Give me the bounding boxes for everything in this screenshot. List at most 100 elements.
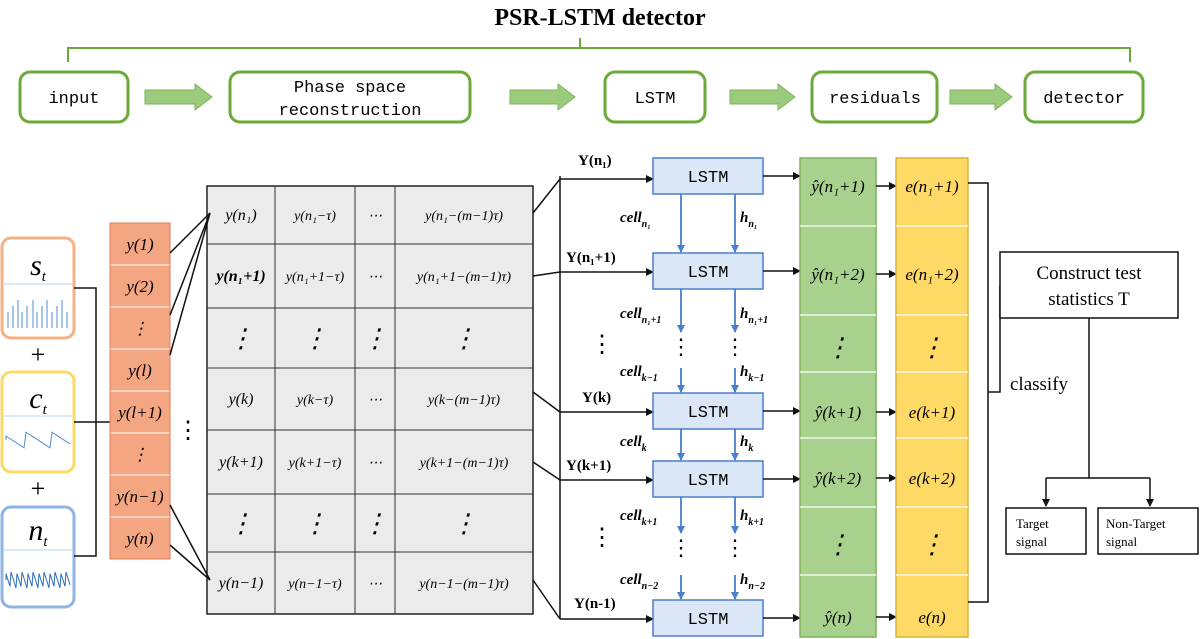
- nontarget-signal-line2: signal: [1106, 534, 1137, 549]
- title-brace: [67, 38, 1131, 62]
- lstm-chain-dots: ⋮: [724, 535, 746, 560]
- detector-box: [1023, 70, 1145, 124]
- series-cell: [109, 432, 171, 476]
- lstm-cell-box: [652, 460, 764, 498]
- lstm-input-label: Y(k+1): [566, 458, 611, 474]
- matrix-frame: [206, 185, 534, 615]
- plus-sign-2: +: [31, 474, 46, 503]
- matrix-cell: ⋮: [362, 509, 388, 538]
- matrix-cell: ⋮: [451, 509, 477, 538]
- signal-s-waveform: [7, 300, 68, 328]
- cell-state-label: cellk−1: [620, 364, 658, 384]
- residual-cell: ⋮: [919, 530, 945, 559]
- signal-s-label: st: [30, 249, 47, 285]
- matrix-cell: y(k−(m−1)τ): [426, 393, 500, 408]
- prediction-cell: ŷ(k+1): [813, 403, 862, 422]
- lstm-cell-label: LSTM: [688, 264, 729, 283]
- residual-cell: ⋮: [919, 333, 945, 362]
- series-cell: [109, 306, 171, 350]
- phase-space-label-line1: Phase space: [294, 79, 406, 98]
- lstm-cell-label: LSTM: [688, 169, 729, 188]
- detector-label: detector: [1043, 90, 1125, 109]
- series-matrix-gap-dots: ⋮: [176, 418, 200, 444]
- signal-n-waveform: [5, 571, 71, 589]
- lstm-chain: Y(n₁)LSTMY(n₁+1)LSTMY(k)LSTMY(k+1)LSTMY(…: [532, 153, 801, 637]
- matrix-cell: ⋮: [228, 509, 254, 538]
- lstm-input-label: Y(k): [582, 390, 611, 406]
- lstm-cell-box: [652, 157, 764, 195]
- prediction-cell: ŷ(n₁+1): [809, 177, 865, 196]
- residual-cell: e(k+2): [909, 469, 956, 488]
- cell-state-label: celln₁: [620, 210, 651, 230]
- matrix-cell: y(k+1): [217, 454, 263, 471]
- lstm-chain-dots: ⋮: [670, 535, 692, 560]
- series-label: y(l+1): [116, 403, 162, 422]
- target-signal-line1: Target: [1016, 516, 1049, 531]
- matrix-cell: y(n−1): [217, 575, 264, 592]
- series-label: ⋮: [132, 319, 149, 338]
- matrix-cell: ⋯: [368, 270, 382, 285]
- input-box: [18, 70, 130, 124]
- test-statistic-line2: statistics T: [1048, 289, 1130, 310]
- pipeline-arrow-1: [144, 82, 213, 112]
- residual-cell: e(n₁+1): [905, 177, 959, 196]
- matrix-cell: y(n−1−(m−1)τ): [417, 577, 509, 592]
- hidden-state-label: hn₁+1: [740, 306, 768, 326]
- residual-bracket: [968, 182, 1001, 603]
- prediction-column: ŷ(n₁+1)ŷ(n₁+2)⋮ŷ(k+1)ŷ(k+2)⋮ŷ(n): [799, 157, 897, 638]
- residual-cell: e(k+1): [909, 403, 956, 422]
- matrix-to-lstm-link: [532, 178, 561, 214]
- matrix-cell: ⋯: [368, 209, 382, 224]
- signal-n-label: nt: [28, 514, 48, 550]
- prediction-cell: ŷ(k+2): [813, 469, 862, 488]
- hidden-state-label: hn₁: [740, 210, 757, 230]
- residual-cell: e(n): [918, 608, 946, 627]
- lstm-cell-box: [652, 392, 764, 430]
- series-cell: [109, 474, 171, 518]
- lstm-chain-dots: ⋮: [724, 334, 746, 359]
- nontarget-signal-box: [1097, 507, 1199, 555]
- lstm-input-dots: ⋮: [590, 525, 614, 551]
- series-outline: [109, 222, 171, 560]
- lstm-stage-box: [603, 70, 707, 124]
- signal-combine-bracket: [74, 287, 112, 557]
- pipeline-arrow-4: [949, 82, 1013, 112]
- lstm-input-label: Y(n₁+1): [566, 250, 616, 266]
- prediction-cell: ŷ(n₁+2): [809, 265, 865, 284]
- pipeline-arrow-2: [509, 82, 576, 112]
- signal-inputs: st + ct + nt: [0, 236, 112, 609]
- matrix-cell: ⋮: [362, 324, 388, 353]
- residuals-label: residuals: [829, 90, 921, 109]
- hidden-state-label: hk+1: [740, 508, 764, 528]
- matrix-cell: ⋯: [368, 577, 382, 592]
- input-label: input: [48, 90, 99, 109]
- series-label: y(n−1): [114, 487, 164, 506]
- lstm-chain-dots: ⋮: [670, 334, 692, 359]
- matrix-cell: ⋮: [451, 324, 477, 353]
- prediction-cell: ⋮: [825, 530, 851, 559]
- cell-state-label: cellk: [620, 434, 647, 454]
- embedding-fan-lines: [169, 212, 211, 581]
- matrix-cell: ⋮: [302, 324, 328, 353]
- matrix-to-lstm-link: [532, 579, 561, 620]
- matrix-cell: y(n₁+1−τ): [284, 270, 345, 285]
- matrix-to-lstm-link: [532, 271, 561, 277]
- classify-label: classify: [1010, 374, 1069, 395]
- cell-state-label: celln₁+1: [620, 306, 661, 326]
- pipeline-arrow-3: [729, 82, 796, 112]
- matrix-cell: y(n₁+1−(m−1)τ): [415, 270, 512, 285]
- series-label: y(1): [124, 235, 154, 254]
- test-statistic-box: [999, 251, 1179, 319]
- matrix-cell: ⋮: [228, 324, 254, 353]
- series-cell: [109, 348, 171, 392]
- lstm-cell-label: LSTM: [688, 611, 729, 630]
- nontarget-signal-line1: Non-Target: [1106, 516, 1166, 531]
- matrix-cell: y(k+1−τ): [287, 456, 342, 471]
- matrix-cell: y(n₁): [223, 207, 256, 224]
- signal-c-label: ct: [29, 382, 47, 418]
- matrix-cell: ⋮: [302, 509, 328, 538]
- residuals-column-frame: [895, 157, 969, 638]
- plus-sign-1: +: [31, 340, 46, 369]
